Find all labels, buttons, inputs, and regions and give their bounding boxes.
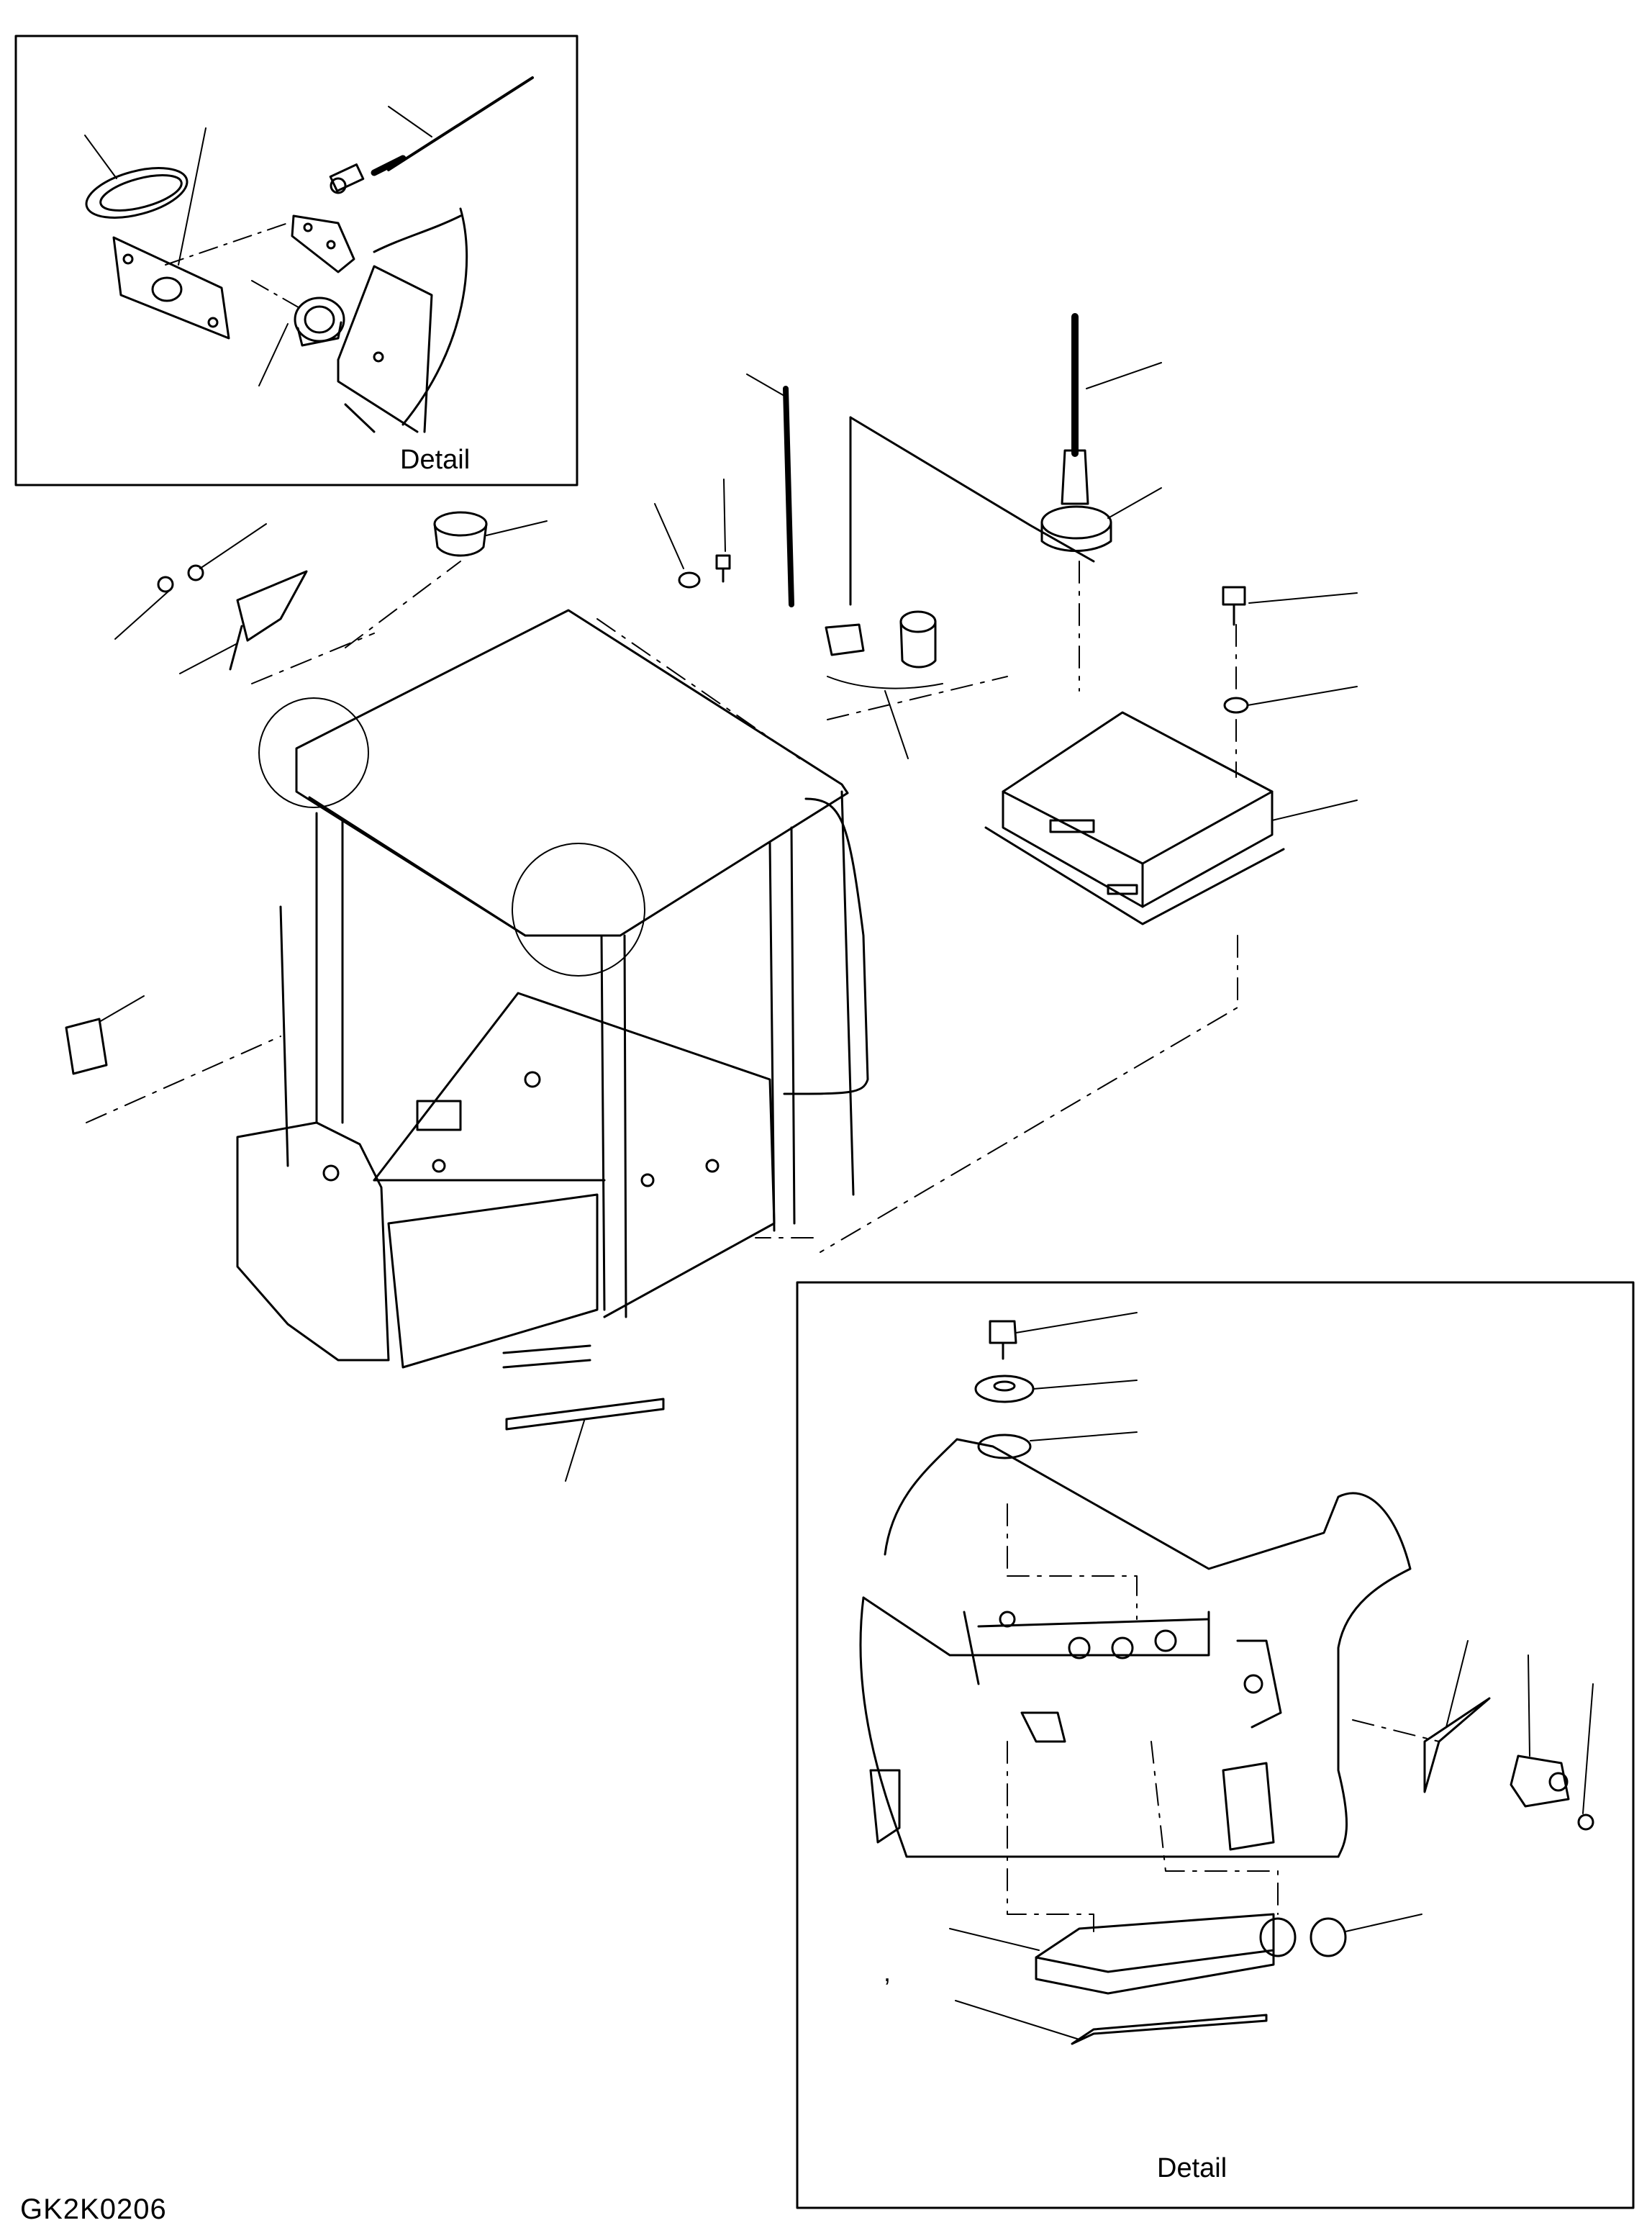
grommet-part xyxy=(294,296,345,347)
radio-antenna-part xyxy=(849,313,1162,606)
cab-corner-fragment xyxy=(337,207,468,433)
cap-knob-part xyxy=(433,511,548,557)
cable-strap-part xyxy=(85,167,189,219)
speaker-part xyxy=(825,610,943,759)
detail-label-top: Detail xyxy=(400,445,471,475)
weatherstrip-part xyxy=(746,373,794,607)
detail-label-bottom: Detail xyxy=(1157,2153,1227,2183)
control-box-part xyxy=(984,711,1358,925)
detail-frame-bottom-right xyxy=(796,1281,1635,2209)
roof-bracket-left-part xyxy=(114,523,308,674)
drawing-number: GK2K0206 xyxy=(20,2193,167,2225)
mounting-plate-part xyxy=(112,236,230,340)
assembly-guide-lines xyxy=(86,561,1238,1253)
antenna-bracket-part xyxy=(291,214,355,273)
antenna-rod-part xyxy=(329,76,534,194)
detail-frame-top-left xyxy=(14,35,578,486)
side-lamp-part xyxy=(65,995,145,1075)
washer-bolt-part xyxy=(654,479,731,589)
stray-comma-mark: , xyxy=(884,1957,891,1987)
bolt-washer-right-part xyxy=(1222,586,1358,714)
cab-body xyxy=(236,609,869,1369)
floor-strip-part xyxy=(505,1398,665,1482)
